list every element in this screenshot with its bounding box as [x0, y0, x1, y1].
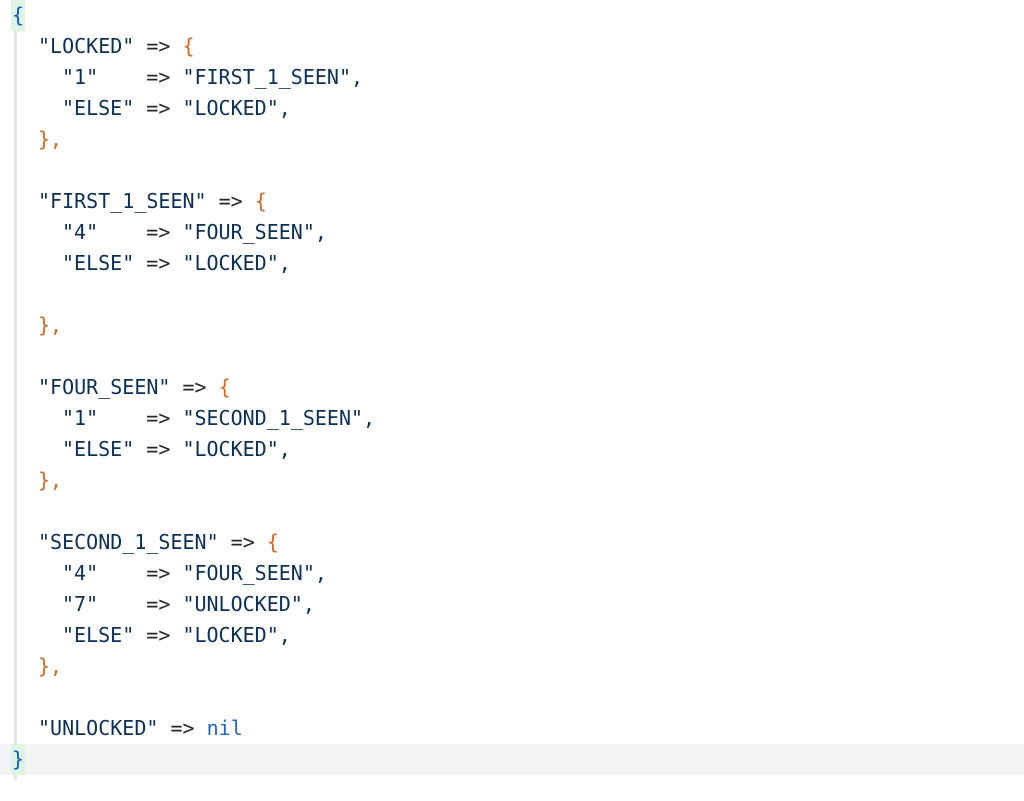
arrow-operator: =>: [230, 530, 255, 554]
rule-target: "FOUR_SEEN",: [182, 561, 327, 585]
code-line: },: [0, 310, 1024, 341]
rule-input: "1": [62, 65, 135, 89]
arrow-operator: =>: [146, 406, 171, 430]
code-line: "LOCKED" => {: [0, 31, 1024, 62]
code-line: "UNLOCKED" => nil: [0, 713, 1024, 744]
outer-close-brace: }: [11, 744, 26, 775]
code-line: "1" => "SECOND_1_SEEN",: [0, 403, 1024, 434]
arrow-operator: =>: [146, 561, 171, 585]
arrow-operator: =>: [146, 65, 171, 89]
inner-close-brace: },: [38, 127, 63, 151]
inner-close-brace: },: [38, 313, 63, 337]
rule-input: "ELSE": [62, 96, 135, 120]
inner-open-brace: {: [254, 189, 267, 213]
state-key: "FIRST_1_SEEN": [38, 189, 207, 213]
code-line: "ELSE" => "LOCKED",: [0, 620, 1024, 651]
code-line: "ELSE" => "LOCKED",: [0, 434, 1024, 465]
arrow-operator: =>: [182, 375, 207, 399]
inner-open-brace: {: [266, 530, 279, 554]
arrow-operator: =>: [218, 189, 243, 213]
inner-open-brace: {: [218, 375, 231, 399]
blank-line: [0, 341, 1024, 372]
rule-input: "4": [62, 561, 135, 585]
code-line: "4" => "FOUR_SEEN",: [0, 558, 1024, 589]
outer-open-brace: {: [11, 0, 26, 31]
blank-line: [0, 682, 1024, 713]
rule-target: "UNLOCKED",: [182, 592, 315, 616]
code-line: "1" => "FIRST_1_SEEN",: [0, 62, 1024, 93]
arrow-operator: =>: [146, 437, 171, 461]
blank-line: [0, 496, 1024, 527]
state-key: "LOCKED": [38, 34, 135, 58]
rule-input: "7": [62, 592, 135, 616]
rule-target: "FIRST_1_SEEN",: [182, 65, 364, 89]
rule-input: "ELSE": [62, 437, 135, 461]
arrow-operator: =>: [146, 251, 171, 275]
indent-guide: [14, 8, 17, 780]
blank-line: [0, 155, 1024, 186]
code-block[interactable]: { "LOCKED" => { "1" => "FIRST_1_SEEN", "…: [0, 0, 1024, 775]
blank-line: [0, 279, 1024, 310]
arrow-operator: =>: [146, 96, 171, 120]
code-line: },: [0, 465, 1024, 496]
inner-close-brace: },: [38, 654, 63, 678]
state-key: "UNLOCKED": [38, 716, 159, 740]
nil-keyword: nil: [206, 716, 243, 740]
rule-target: "LOCKED",: [182, 623, 291, 647]
rule-target: "LOCKED",: [182, 96, 291, 120]
rule-target: "LOCKED",: [182, 251, 291, 275]
code-line: "ELSE" => "LOCKED",: [0, 93, 1024, 124]
code-line: "FIRST_1_SEEN" => {: [0, 186, 1024, 217]
arrow-operator: =>: [146, 34, 171, 58]
current-line: }: [0, 744, 1024, 775]
rule-target: "FOUR_SEEN",: [182, 220, 327, 244]
rule-input: "ELSE": [62, 251, 135, 275]
code-line: "SECOND_1_SEEN" => {: [0, 527, 1024, 558]
state-key: "FOUR_SEEN": [38, 375, 171, 399]
rule-input: "4": [62, 220, 135, 244]
code-line: "ELSE" => "LOCKED",: [0, 248, 1024, 279]
arrow-operator: =>: [146, 592, 171, 616]
code-line: {: [0, 0, 1024, 31]
arrow-operator: =>: [146, 220, 171, 244]
inner-open-brace: {: [182, 34, 195, 58]
rule-input: "1": [62, 406, 135, 430]
code-line: },: [0, 124, 1024, 155]
state-key: "SECOND_1_SEEN": [38, 530, 219, 554]
code-line: "4" => "FOUR_SEEN",: [0, 217, 1024, 248]
code-line: "7" => "UNLOCKED",: [0, 589, 1024, 620]
rule-target: "SECOND_1_SEEN",: [182, 406, 376, 430]
code-line: },: [0, 651, 1024, 682]
rule-input: "ELSE": [62, 623, 135, 647]
code-line: "FOUR_SEEN" => {: [0, 372, 1024, 403]
arrow-operator: =>: [146, 623, 171, 647]
rule-target: "LOCKED",: [182, 437, 291, 461]
arrow-operator: =>: [170, 716, 195, 740]
inner-close-brace: },: [38, 468, 63, 492]
